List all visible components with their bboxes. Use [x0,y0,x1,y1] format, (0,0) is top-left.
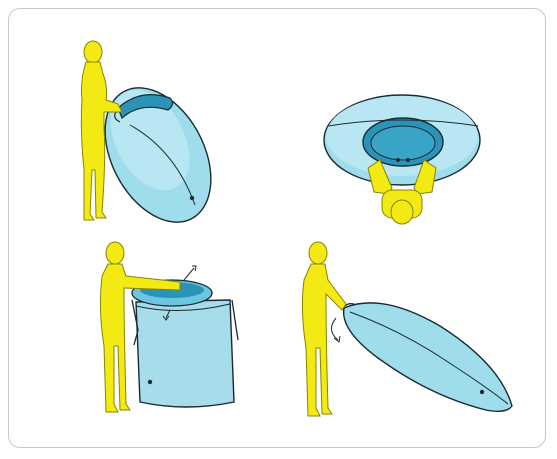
panel-step-2 [324,95,480,224]
panel-step-4 [302,242,512,416]
person-figure-step-4 [302,242,346,416]
pool-elongated-step-4 [331,303,512,411]
panel-step-1 [81,41,232,240]
panel-step-3 [100,242,238,412]
pool-ring-top-view [324,95,480,185]
